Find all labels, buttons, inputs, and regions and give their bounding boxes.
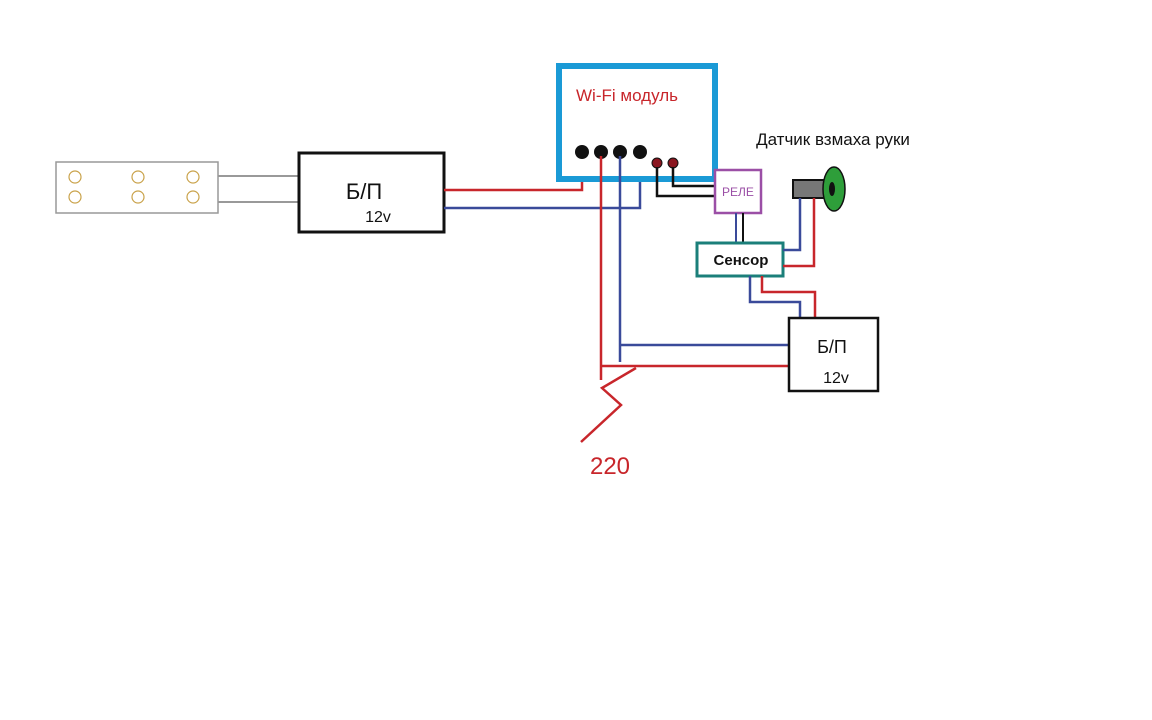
sensor-board: Сенсор xyxy=(695,241,785,278)
power-supply-sensor: Б/П 12v xyxy=(787,316,880,393)
hand-sensor-wires xyxy=(783,198,816,268)
relay-label: РЕЛЕ xyxy=(722,185,754,199)
wifi-module: Wi-Fi модуль xyxy=(556,63,718,182)
sensor-psu-wires xyxy=(748,276,817,318)
power-supply-main-voltage: 12v xyxy=(365,209,391,226)
wifi-module-label: Wi-Fi модуль xyxy=(576,86,678,105)
relay: РЕЛЕ xyxy=(713,168,763,215)
mains-wires xyxy=(580,156,790,443)
relay-sensor-wires xyxy=(735,213,744,242)
hand-sensor xyxy=(792,166,846,212)
power-supply-main: Б/П 12v xyxy=(297,151,446,234)
wifi-relay-wires xyxy=(655,167,716,198)
hand-sensor-label: Датчик взмаха руки xyxy=(756,130,910,149)
led-strip xyxy=(55,161,219,214)
led-wires xyxy=(218,175,300,203)
power-supply-sensor-label: Б/П xyxy=(817,337,847,357)
mains-label: 220 xyxy=(590,453,630,480)
sensor-label: Сенсор xyxy=(714,252,769,269)
power-supply-main-label: Б/П xyxy=(346,179,382,204)
wifi-terminals xyxy=(575,145,647,159)
power-supply-sensor-voltage: 12v xyxy=(823,370,849,387)
